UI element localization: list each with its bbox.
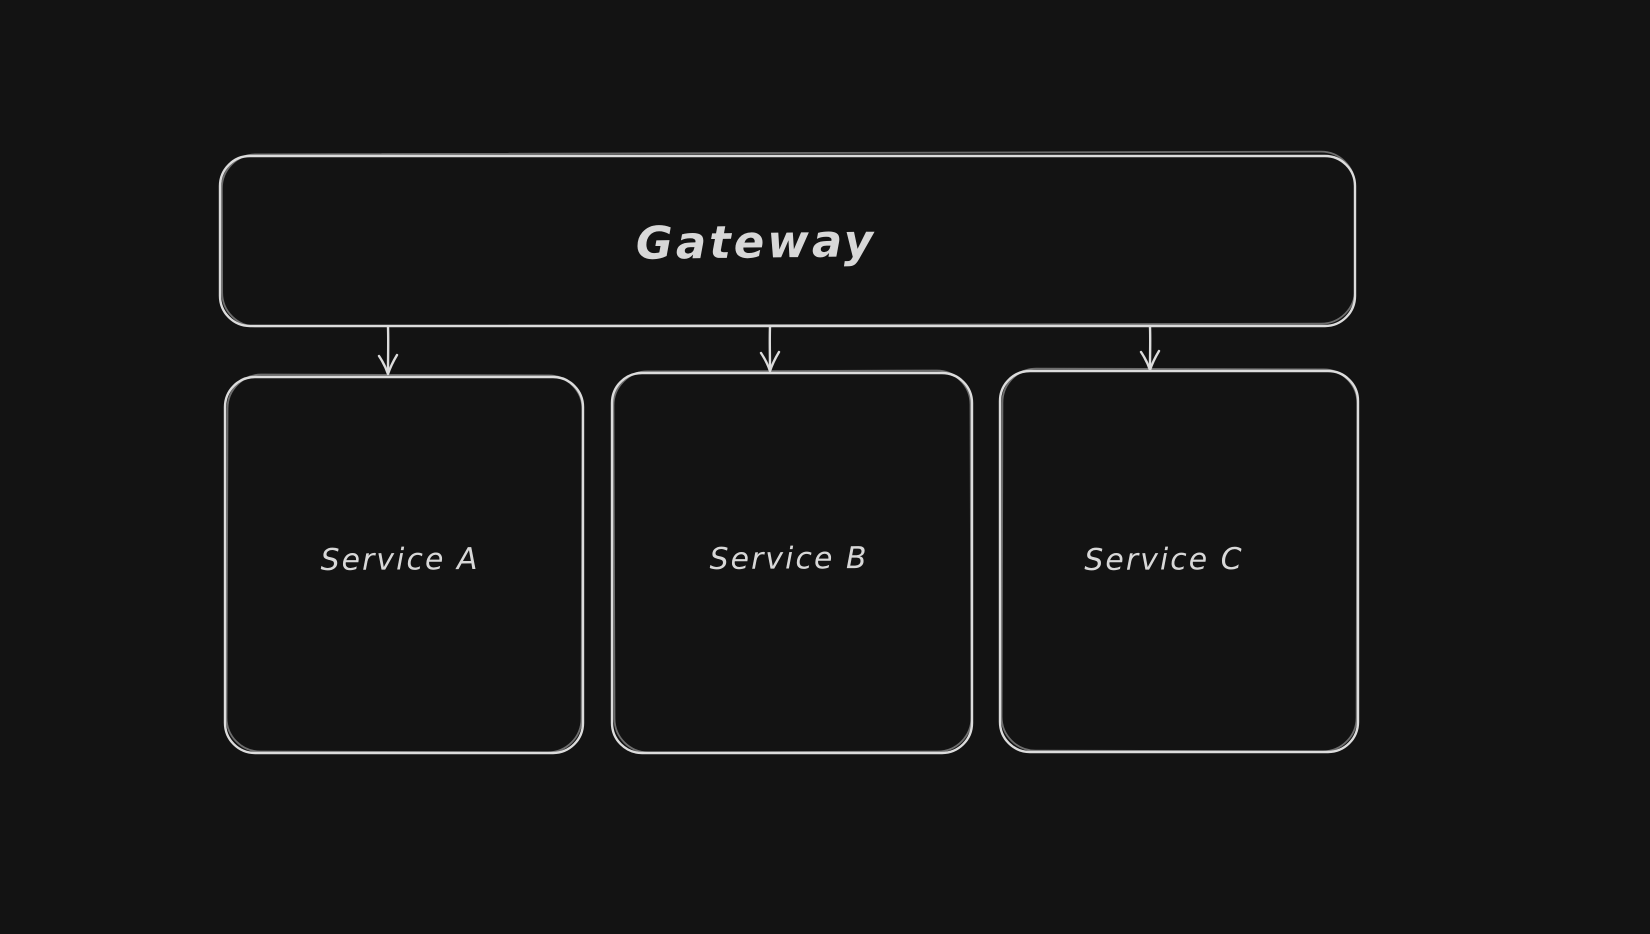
arrow-head[interactable] (1139, 349, 1161, 372)
gateway-box-outline-sketch (220, 150, 1357, 328)
arrow-gateway-to-service-a[interactable] (377, 325, 399, 376)
gateway-label: Gateway (635, 214, 877, 270)
arrow-gateway-to-service-c[interactable] (1139, 325, 1161, 372)
service-c-label: Service C (1084, 541, 1244, 579)
service-c-box-outline[interactable] (998, 369, 1360, 754)
service-b-box-outline[interactable] (610, 371, 974, 755)
service-a-box-outline[interactable] (223, 375, 585, 755)
service-b-box-outline-sketch (612, 369, 973, 754)
service-c-box-outline-sketch (1000, 367, 1359, 753)
arrow-head[interactable] (377, 353, 399, 376)
service-a-label: Service A (320, 541, 480, 579)
gateway-box-outline[interactable] (218, 154, 1357, 328)
arrow-gateway-to-service-b[interactable] (759, 325, 781, 373)
service-a-box-outline-sketch (225, 373, 584, 754)
service-b-node[interactable] (610, 369, 974, 755)
gateway-node[interactable] (218, 150, 1357, 328)
service-c-node[interactable] (998, 367, 1360, 754)
service-b-label: Service B (709, 540, 869, 578)
service-a-node[interactable] (223, 373, 585, 755)
arrow-head[interactable] (759, 350, 781, 373)
